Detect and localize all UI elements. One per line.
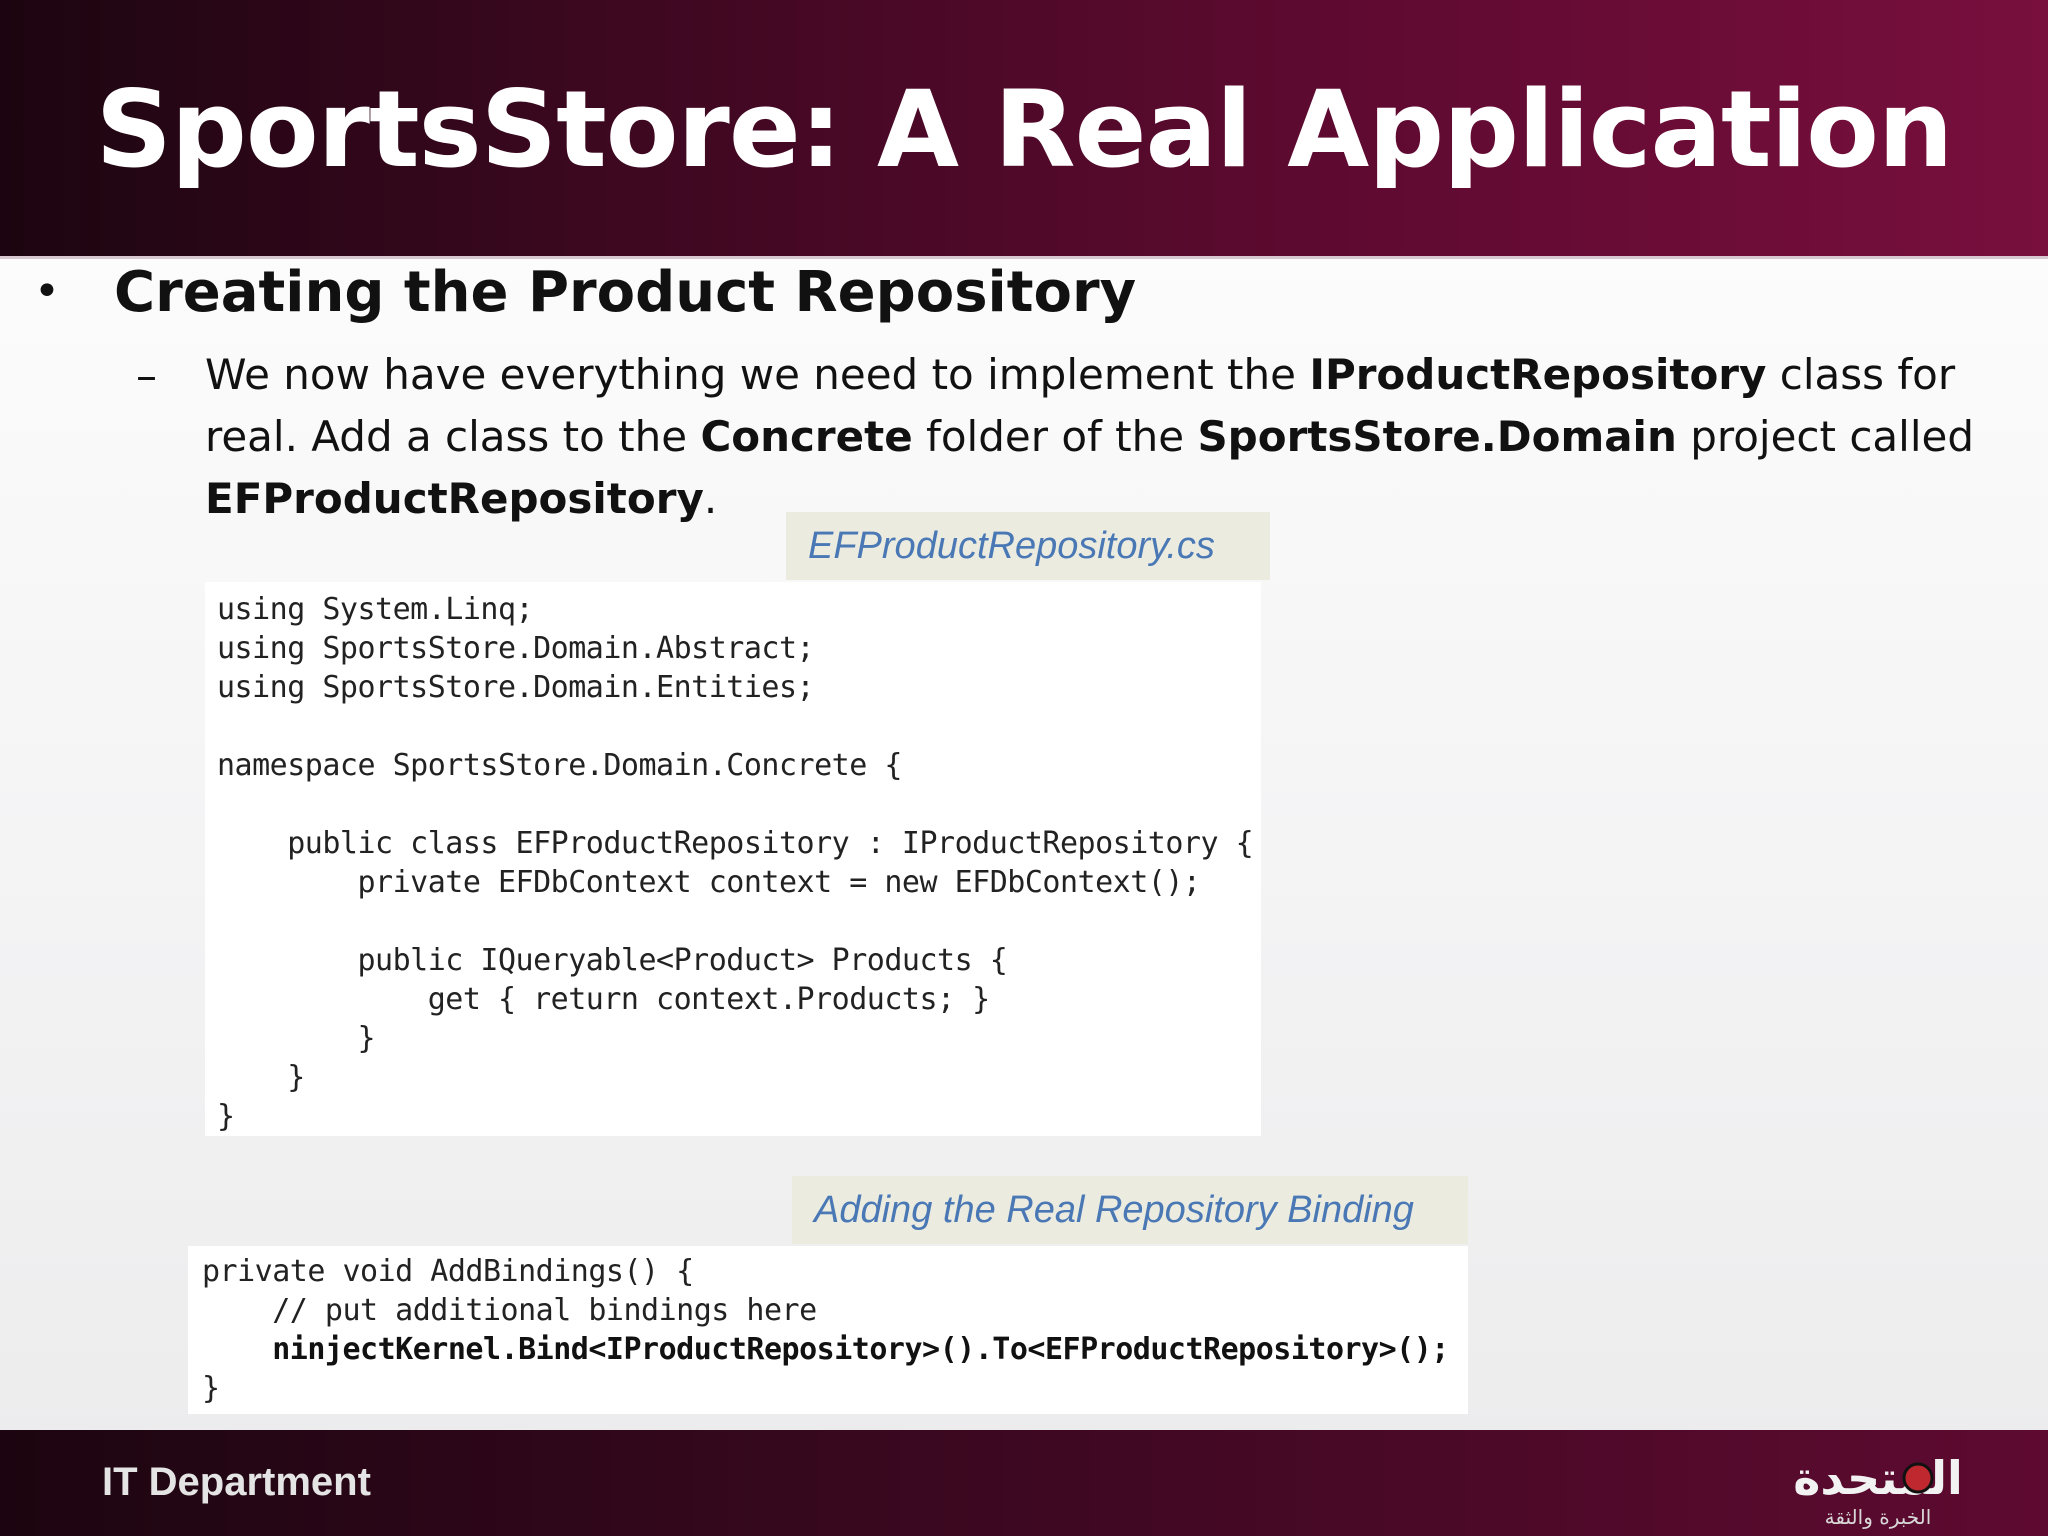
code-caption-repository: EFProductRepository.cs [786, 512, 1270, 580]
code-line [217, 902, 1261, 941]
slide-header: SportsStore: A Real Application [0, 0, 2048, 259]
code-line [217, 707, 1261, 746]
code-line: using System.Linq; [217, 592, 534, 627]
svg-text:المتحدة: المتحدة [1793, 1451, 1963, 1505]
logo-graphic: المتحدة الخبرة والثقة [1793, 1451, 1963, 1529]
sub-text-bold: IProductRepository [1309, 350, 1767, 399]
code-line: } [202, 1371, 220, 1406]
code-block-repository: using System.Linq; using SportsStore.Dom… [205, 582, 1261, 1136]
code-caption-binding: Adding the Real Repository Binding [792, 1176, 1468, 1244]
code-line: using SportsStore.Domain.Abstract; [217, 631, 815, 666]
code-line: // put additional bindings here [202, 1293, 817, 1328]
sub-text-part: We now have everything we need to implem… [205, 350, 1310, 399]
sub-text-bold: EFProductRepository [205, 474, 704, 523]
code-line: public IQueryable<Product> Products { [217, 943, 1008, 978]
sub-bullet-text: We now have everything we need to implem… [205, 344, 2005, 530]
bullet-heading: Creating the Product Repository [114, 260, 1137, 325]
slide-footer: IT Department المتحدة الخبرة والثقة [0, 1430, 2048, 1536]
code-line: } [217, 1021, 376, 1056]
code-line: } [217, 1099, 235, 1134]
company-logo: المتحدة الخبرة والثقة [1728, 1438, 1988, 1532]
sub-text-part: class for real. Add a class to the [205, 350, 1956, 461]
code-line: } [217, 1060, 305, 1095]
code-line: public class EFProductRepository : IProd… [217, 826, 1254, 861]
code-line: get { return context.Products; } [217, 982, 990, 1017]
sub-text-bold: Concrete [700, 412, 913, 461]
sub-text-part: project called [1676, 412, 1974, 461]
code-line-highlighted: ninjectKernel.Bind<IProductRepository>()… [202, 1332, 1449, 1367]
code-line [217, 785, 1261, 824]
code-block-binding: private void AddBindings() { // put addi… [188, 1246, 1468, 1414]
svg-text:الخبرة والثقة: الخبرة والثقة [1825, 1505, 1932, 1529]
bullet-marker: • [34, 266, 60, 317]
sub-text-bold: SportsStore.Domain [1197, 412, 1677, 461]
code-line: using SportsStore.Domain.Entities; [217, 670, 815, 705]
code-line: private EFDbContext context = new EFDbCo… [217, 865, 1201, 900]
slide-title: SportsStore: A Real Application [95, 68, 1954, 191]
code-line: private void AddBindings() { [202, 1254, 694, 1289]
code-line: namespace SportsStore.Domain.Concrete { [217, 748, 902, 783]
sub-bullet-dash: – [136, 351, 157, 400]
department-label: IT Department [102, 1460, 371, 1504]
sub-text-part: . [703, 474, 718, 523]
sub-text-part: folder of the [912, 412, 1198, 461]
